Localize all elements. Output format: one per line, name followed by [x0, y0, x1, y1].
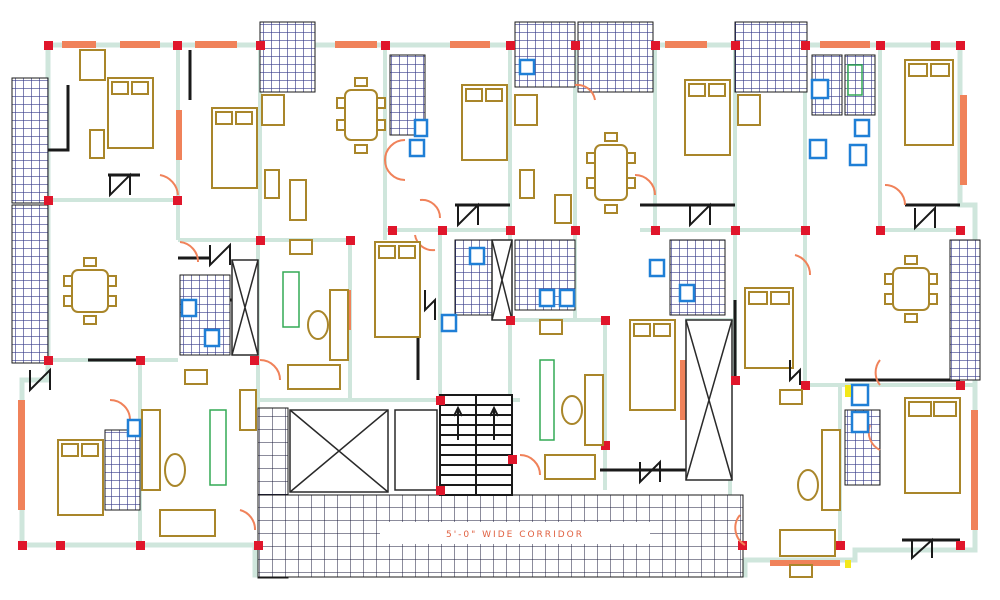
room-tags [209, 64, 863, 486]
sofas [141, 289, 841, 578]
armchair-4 [789, 564, 813, 578]
n-marks [29, 172, 936, 561]
lift-shaft-left [289, 409, 389, 493]
door-swings [109, 83, 906, 546]
yellow-markers [845, 385, 851, 568]
dining-set-2 [336, 77, 386, 154]
bed-2 [211, 107, 258, 189]
bed-9 [904, 397, 961, 494]
lift-shaft-right [685, 319, 733, 481]
corridor: 5'-0" WIDE CORRIDOR [257, 407, 744, 579]
beds [57, 59, 961, 516]
armchair-2 [184, 369, 208, 385]
corridor-label: 5'-0" WIDE CORRIDOR [446, 530, 584, 540]
sofa-set-4 [779, 429, 841, 557]
bed-7 [629, 319, 676, 411]
bed-10 [57, 439, 104, 516]
bed-8 [744, 287, 794, 369]
armchair-1 [239, 389, 257, 431]
staircase [439, 394, 513, 496]
sofa-set-2 [544, 374, 604, 480]
dining-sets [63, 77, 938, 325]
bed-6 [374, 241, 421, 338]
bed-4 [684, 79, 731, 156]
duct-shaft-mid [491, 239, 513, 321]
dining-set-4 [884, 255, 938, 323]
armchair-3 [779, 389, 803, 405]
kitchen-counters [79, 49, 761, 335]
bed-5 [904, 59, 954, 146]
interior-walls [48, 45, 975, 545]
dining-set-1 [63, 257, 117, 325]
duct-shaft-left [231, 259, 259, 356]
columns [18, 41, 965, 550]
sanitary-fixtures [126, 58, 871, 438]
bed-1 [107, 77, 154, 149]
sofa-set-3 [141, 409, 216, 537]
sofa-set-1 [287, 289, 349, 390]
lift-shafts [231, 239, 733, 493]
dining-set-3 [586, 132, 636, 214]
lift-lobby [394, 409, 438, 491]
bed-3 [461, 84, 508, 161]
